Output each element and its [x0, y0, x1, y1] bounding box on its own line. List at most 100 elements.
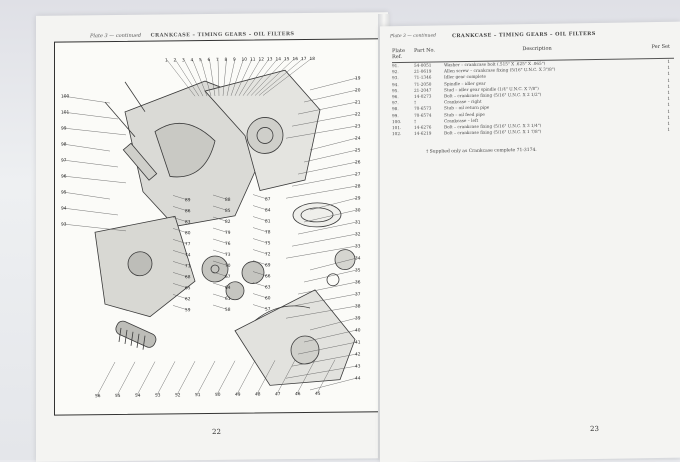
callout-label: 65	[185, 285, 191, 291]
callout-label: 13	[267, 56, 273, 62]
callout-label: 10	[242, 57, 248, 63]
header-per-set: Per Set	[651, 43, 670, 51]
callout-leader	[291, 293, 358, 307]
callout-label: 12	[259, 56, 265, 62]
callout-label: 15	[284, 56, 290, 62]
callout-label: 9	[233, 57, 236, 63]
callout-leader	[192, 59, 208, 97]
callout-label: 23	[355, 123, 361, 129]
callout-leader	[172, 206, 188, 211]
callout-label: 95	[61, 190, 67, 196]
callout-label: 4	[191, 57, 194, 63]
callout-leader	[252, 249, 268, 255]
callout-leader	[212, 282, 228, 288]
callout-leader	[252, 260, 268, 266]
callout-leader	[212, 293, 228, 299]
right-page-number: 23	[590, 424, 599, 434]
callout-leader	[226, 59, 236, 96]
callout-leader	[172, 250, 188, 255]
callout-label: 87	[265, 196, 271, 202]
callout-label: 3	[182, 57, 185, 63]
callout-leader	[309, 137, 358, 151]
callout-label: 58	[225, 307, 231, 313]
callout-leader	[62, 111, 119, 120]
callout-leader	[291, 113, 358, 127]
callout-leader	[309, 257, 358, 271]
callout-leader	[252, 216, 268, 222]
callout-leader	[252, 282, 268, 288]
callout-leader	[291, 353, 358, 367]
cell-part: 14-6219	[414, 130, 432, 137]
callout-leader	[172, 195, 188, 200]
callout-leader	[309, 317, 358, 331]
gasket	[292, 202, 342, 228]
callout-label: 83	[185, 219, 191, 225]
callout-leader	[252, 194, 268, 200]
callout-label: 5	[199, 57, 202, 63]
callout-label: 68	[185, 274, 191, 280]
right-plate-title: CRANKCASE – TIMING GEARS – OIL FILTERS	[452, 30, 596, 40]
right-plate-label: Plate 3 — continued	[390, 33, 436, 40]
callout-label: 64	[225, 285, 231, 291]
callout-label: 33	[355, 243, 361, 249]
callout-label: 52	[175, 392, 181, 398]
callout-label: 56	[95, 393, 101, 399]
callout-leader	[242, 58, 270, 96]
callout-label: 79	[225, 230, 231, 236]
outer-cover	[234, 289, 356, 386]
callout-label: 18	[310, 56, 316, 62]
callout-leader	[212, 194, 228, 200]
callout-label: 89	[185, 197, 191, 203]
callout-leader	[212, 216, 228, 222]
timing-gear-2	[225, 281, 245, 301]
callout-leader	[216, 360, 236, 395]
left-page-number: 22	[212, 427, 221, 436]
callout-leader	[258, 58, 304, 96]
callout-label: 70	[225, 263, 231, 269]
callout-label: 32	[355, 231, 361, 237]
callout-label: 31	[355, 219, 361, 225]
callout-label: 1	[165, 57, 168, 63]
callout-label: 7	[216, 57, 219, 63]
callout-leader	[62, 159, 119, 168]
callout-leader	[62, 143, 111, 152]
callout-label: 82	[225, 219, 231, 225]
callout-leader	[230, 59, 244, 96]
left-header: Plate 3 — continued CRANKCASE – TIMING G…	[90, 31, 294, 39]
callout-leader	[250, 58, 287, 96]
callout-label: 40	[355, 327, 361, 333]
callout-label: 75	[265, 240, 271, 246]
callout-leader	[296, 359, 316, 394]
callout-leader	[172, 305, 188, 310]
callout-label: 14	[276, 56, 282, 62]
callout-leader	[252, 205, 268, 211]
callout-label: 53	[155, 393, 161, 399]
callout-leader	[212, 205, 228, 211]
callout-label: 77	[185, 241, 191, 247]
callout-label: 60	[265, 295, 271, 301]
callout-label: 63	[265, 284, 271, 290]
callout-label: 45	[315, 391, 321, 397]
oil-filter	[115, 320, 157, 348]
callout-leader	[62, 127, 127, 136]
callout-label: 26	[355, 159, 361, 165]
callout-leader	[172, 261, 188, 266]
header-plate-ref: Plate Ref.	[392, 47, 405, 61]
callout-leader	[172, 217, 188, 222]
callout-label: 24	[355, 135, 361, 141]
callout-leader	[297, 221, 358, 235]
callout-leader	[136, 361, 156, 396]
callout-leader	[217, 59, 220, 96]
right-page: Plate 3 — continued CRANKCASE – TIMING G…	[380, 21, 680, 462]
callout-label: 48	[255, 391, 261, 397]
callout-label: 25	[355, 147, 361, 153]
callout-leader	[254, 58, 295, 96]
callout-label: 69	[265, 262, 271, 268]
callout-leader	[175, 59, 200, 97]
callout-leader	[200, 59, 212, 97]
callout-leader	[256, 360, 276, 395]
callout-leader	[252, 238, 268, 244]
